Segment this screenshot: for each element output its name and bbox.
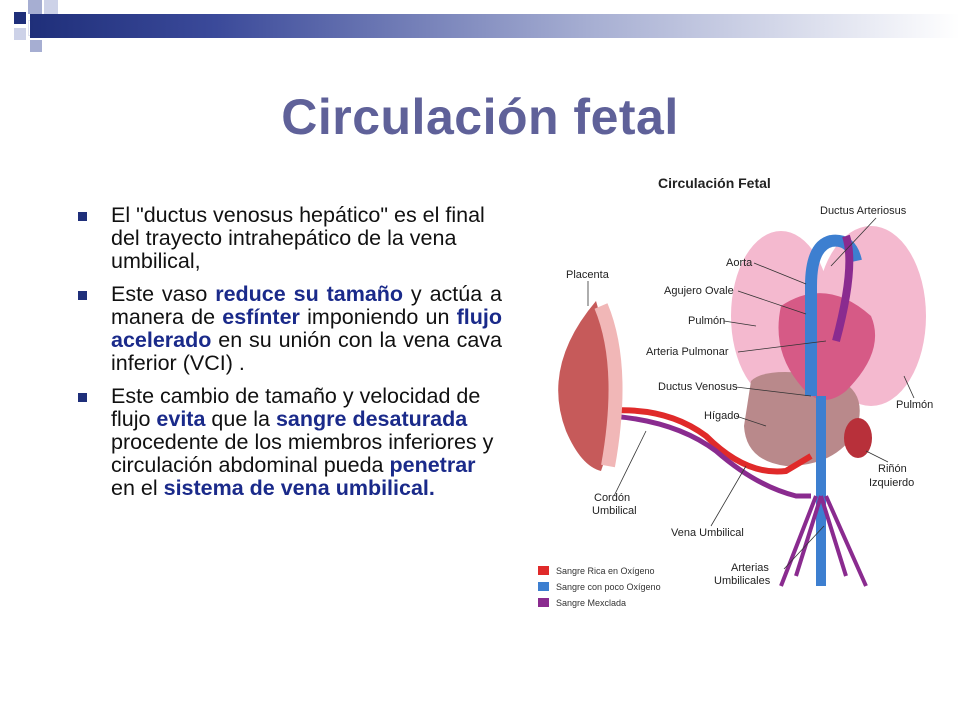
umbilical-vein (605, 407, 813, 475)
highlighted-text: flujo acelerado (111, 305, 503, 352)
highlighted-text: esfínter (222, 305, 300, 329)
bullet-item: Este cambio de tamaño y velocidad de flu… (78, 385, 502, 500)
bullet-marker (78, 291, 87, 300)
label-pulmon-right: Pulmón (896, 399, 933, 411)
label-cordon: Cordón (594, 492, 630, 504)
bullet-item: Este vaso reduce su tamaño y actúa a man… (78, 283, 502, 375)
bullet-text: El "ductus venosus hepático" es el final… (111, 203, 485, 273)
label-rinon: Riñón (878, 463, 907, 475)
legend-swatch (538, 598, 549, 607)
lower-veins (779, 495, 868, 587)
bullet-list: El "ductus venosus hepático" es el final… (78, 204, 502, 510)
label-umbilicales: Umbilicales (714, 575, 771, 587)
bullet-text: procedente de los miembros inferiores y … (111, 430, 494, 477)
label-vena-umbilical: Vena Umbilical (671, 527, 744, 539)
header-decoration (0, 0, 960, 60)
label-ductus-venosus: Ductus Venosus (658, 381, 738, 393)
highlighted-text: sistema de vena umbilical. (163, 476, 435, 500)
bullet-text: imponiendo un (299, 305, 457, 329)
highlighted-text: reduce su tamaño (215, 282, 404, 306)
label-pulmon-left: Pulmón (688, 315, 725, 327)
heart-shape (778, 293, 876, 400)
legend-label: Sangre con poco Oxígeno (556, 582, 661, 592)
legend-label: Sangre Rica en Oxígeno (556, 566, 655, 576)
bullet-text: Este cambio de tamaño y velocidad de flu… (111, 384, 481, 431)
placenta-fringe (594, 303, 623, 468)
highlighted-text: sangre desaturada (275, 407, 468, 431)
label-arterias: Arterias (731, 562, 769, 574)
placenta-shape (558, 301, 613, 471)
legend-swatch (538, 582, 549, 591)
bullet-text: Este vaso (111, 282, 216, 306)
highlighted-text: penetrar (389, 453, 476, 477)
bullet-text: y actúa a manera de (111, 282, 503, 329)
label-agujero-ovale: Agujero Ovale (664, 285, 734, 297)
bullet-marker (78, 393, 87, 402)
umbilical-artery (610, 413, 811, 499)
slide-title: Circulación fetal (281, 89, 679, 145)
bullet-text: que la (205, 407, 276, 431)
highlighted-text: evita (156, 407, 206, 431)
label-aorta: Aorta (726, 257, 753, 269)
bullet-item: El "ductus venosus hepático" es el final… (78, 204, 502, 273)
bullet-text: en su unión con la vena cava inferior (V… (111, 328, 502, 375)
label-arteria-pulmonar: Arteria Pulmonar (646, 346, 729, 358)
legend-label: Sangre Mexclada (556, 598, 626, 608)
diagram-title: Circulación Fetal (658, 175, 771, 191)
pulmonary-vessel (832, 234, 854, 343)
fetal-circulation-diagram: Circulación Fetal Ductus Arteriosus Aort… (538, 175, 933, 608)
label-ductus-arteriosus: Ductus Arteriosus (820, 205, 907, 217)
label-placenta: Placenta (566, 269, 610, 281)
label-umbilical: Umbilical (592, 505, 637, 517)
bullet-text: en el (111, 476, 164, 500)
label-higado: Hígado (704, 410, 739, 422)
legend-swatch (538, 566, 549, 575)
header-bar (30, 14, 960, 38)
kidney-shape (844, 418, 872, 458)
bullet-marker (78, 212, 87, 221)
label-izquierdo: Izquierdo (869, 477, 914, 489)
